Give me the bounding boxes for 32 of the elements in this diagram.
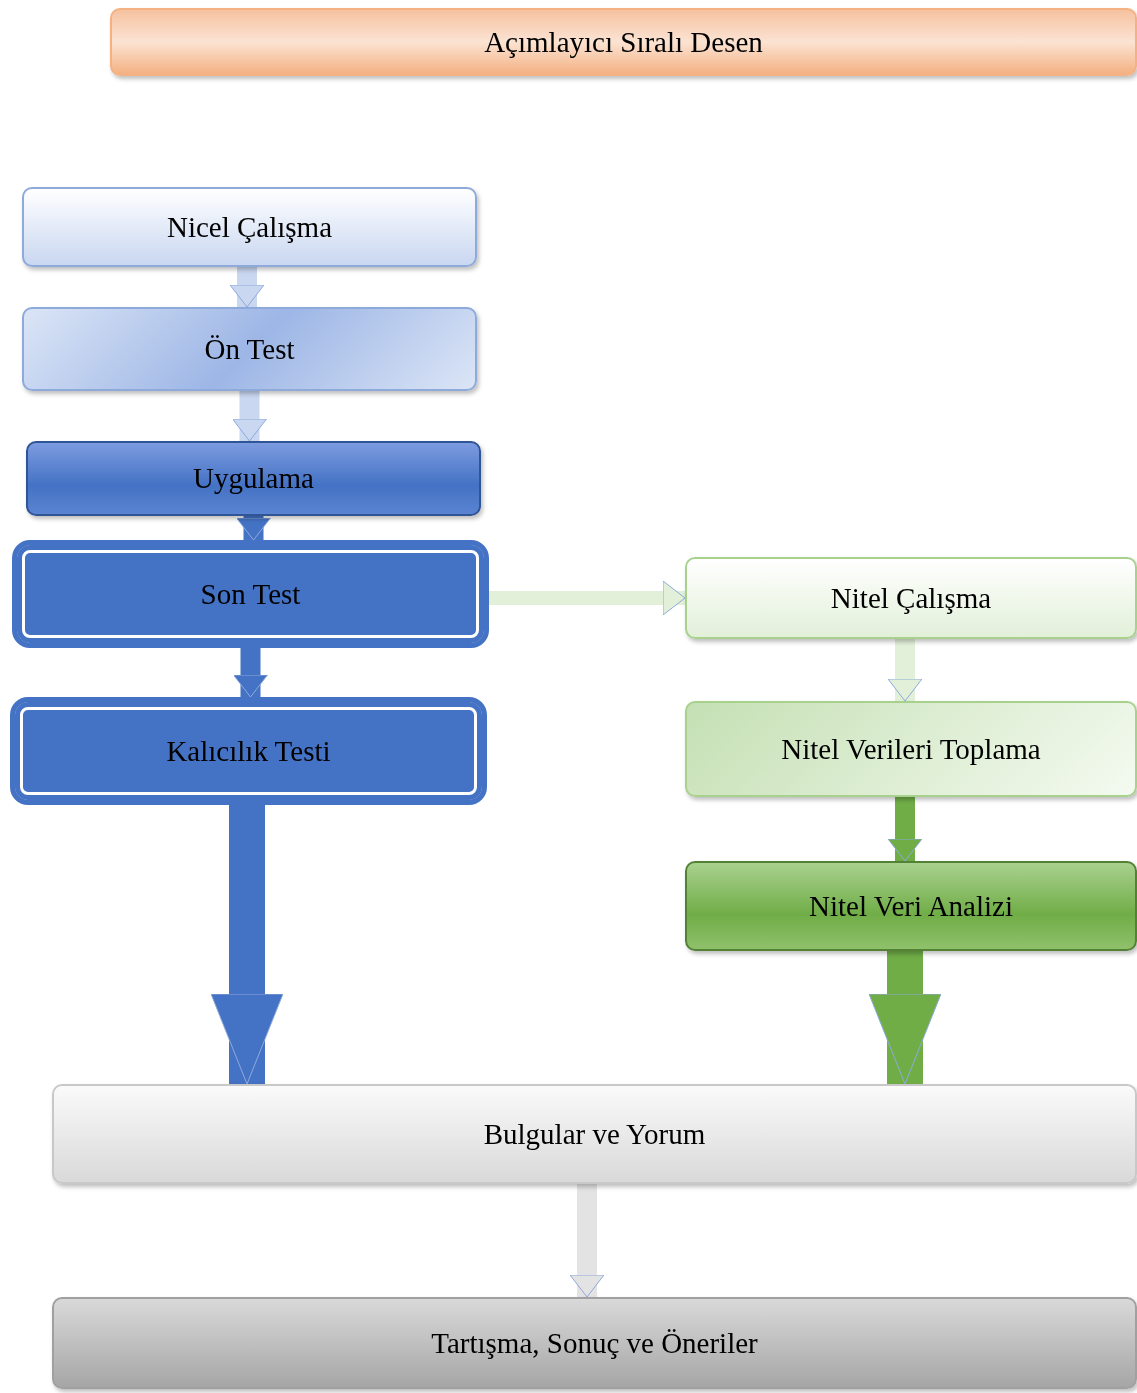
box-label: Ön Test: [203, 332, 296, 366]
box-label: Uygulama: [192, 462, 315, 495]
process-box: [685, 557, 1137, 639]
block-arrow: [887, 639, 923, 702]
banner: [110, 8, 1137, 76]
process-box: [52, 1084, 1137, 1184]
process-box: [52, 1297, 1137, 1389]
box-label: Açımlayıcı Sıralı Desen: [483, 25, 764, 59]
box-label: Bulgular ve Yorum: [482, 1117, 707, 1151]
box-label: Nitel Verileri Toplama: [780, 732, 1042, 766]
block-arrow: [489, 580, 686, 616]
box-label: Son Test: [199, 577, 302, 611]
block-arrow: [868, 951, 942, 1085]
process-box: [12, 540, 489, 648]
box-label: Tartışma, Sonuç ve Öneriler: [430, 1326, 759, 1360]
process-box: [26, 441, 481, 516]
box-label: Nitel Veri Analizi: [807, 889, 1014, 923]
block-arrow: [210, 805, 284, 1085]
block-arrow: [233, 648, 268, 698]
block-arrow: [236, 516, 271, 541]
block-arrow: [569, 1184, 605, 1298]
box-label: Nitel Çalışma: [829, 581, 993, 615]
block-arrow: [887, 797, 923, 862]
box-label: Kalıcılık Testi: [165, 734, 332, 768]
process-box: [22, 307, 477, 391]
box-label: Nicel Çalışma: [165, 210, 334, 244]
process-box: [685, 701, 1137, 797]
block-arrow: [232, 391, 267, 442]
process-box: [22, 187, 477, 267]
process-box: [10, 697, 487, 805]
process-box: [685, 861, 1137, 951]
block-arrow: [229, 267, 265, 308]
